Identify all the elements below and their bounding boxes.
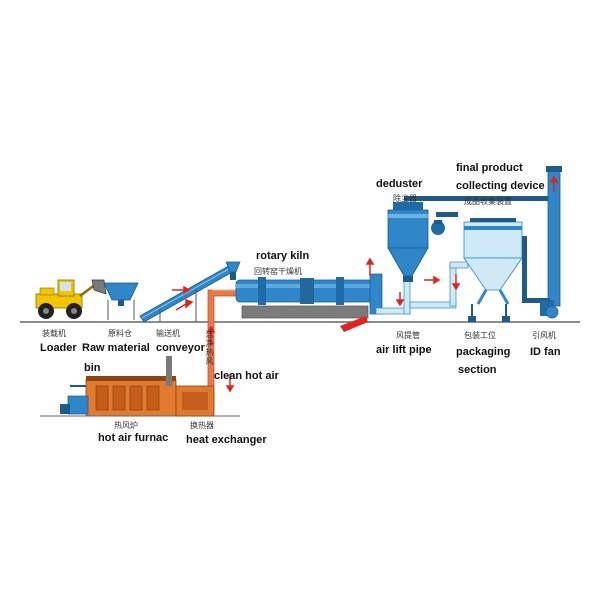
conveyor-label-zh: 输送机	[156, 329, 180, 338]
packaging-label-zh: 包装工位	[464, 331, 496, 340]
clean-hot-air-label-zh: 洁净热风	[205, 330, 214, 366]
air-lift-pipe-label-zh: 风提管	[396, 331, 420, 340]
small-fan	[431, 221, 445, 235]
final-product-label-1: final product	[456, 162, 523, 174]
id-fan-stack	[504, 166, 562, 319]
packaging-label-2: section	[458, 364, 497, 376]
id-fan-label: ID fan	[530, 346, 561, 358]
raw-material-bin-label-1: Raw material	[82, 342, 150, 354]
deduster-unit	[387, 202, 429, 282]
raw-material-bin	[103, 282, 139, 320]
air-lift-pipe	[375, 261, 469, 315]
rotary-kiln-label-zh: 回转窑干燥机	[254, 267, 302, 276]
deduster-label-zh: 除尘器	[393, 194, 417, 203]
air-lift-pipe-label: air lift pipe	[376, 344, 432, 356]
clean-hot-air-label: clean hot air	[214, 370, 279, 382]
flow-arrows	[172, 175, 559, 393]
product-collector	[463, 218, 523, 322]
raw-material-bin-label-2: bin	[84, 362, 101, 374]
heat-exchanger-label: heat exchanger	[186, 434, 267, 446]
packaging-label-1: packaging	[456, 346, 511, 358]
burner-inlet	[340, 316, 368, 332]
final-product-label-2: collecting device	[456, 180, 545, 192]
heat-exchanger-label-zh: 换热器	[190, 421, 214, 430]
loader-label: Loader	[40, 342, 77, 354]
rotary-kiln	[235, 273, 383, 319]
heat-exchanger	[166, 356, 215, 417]
rotary-kiln-label: rotary kiln	[256, 250, 310, 262]
hot-air-furnace-label-zh: 热风炉	[114, 421, 138, 430]
id-fan-label-zh: 引风机	[532, 331, 556, 340]
hot-air-furnace-label: hot air furnac	[98, 432, 169, 444]
loader-label-zh: 装载机	[42, 329, 66, 338]
belt-conveyor	[139, 261, 241, 323]
deduster-duct	[404, 196, 504, 201]
hot-air-furnace	[40, 376, 240, 417]
raw-material-bin-label-zh: 原料仓	[108, 329, 132, 338]
final-product-label-zh: 成品收集装置	[464, 197, 512, 206]
deduster-label: deduster	[376, 178, 423, 190]
conveyor-label: conveyor	[156, 342, 205, 354]
loader-machine	[35, 279, 107, 319]
